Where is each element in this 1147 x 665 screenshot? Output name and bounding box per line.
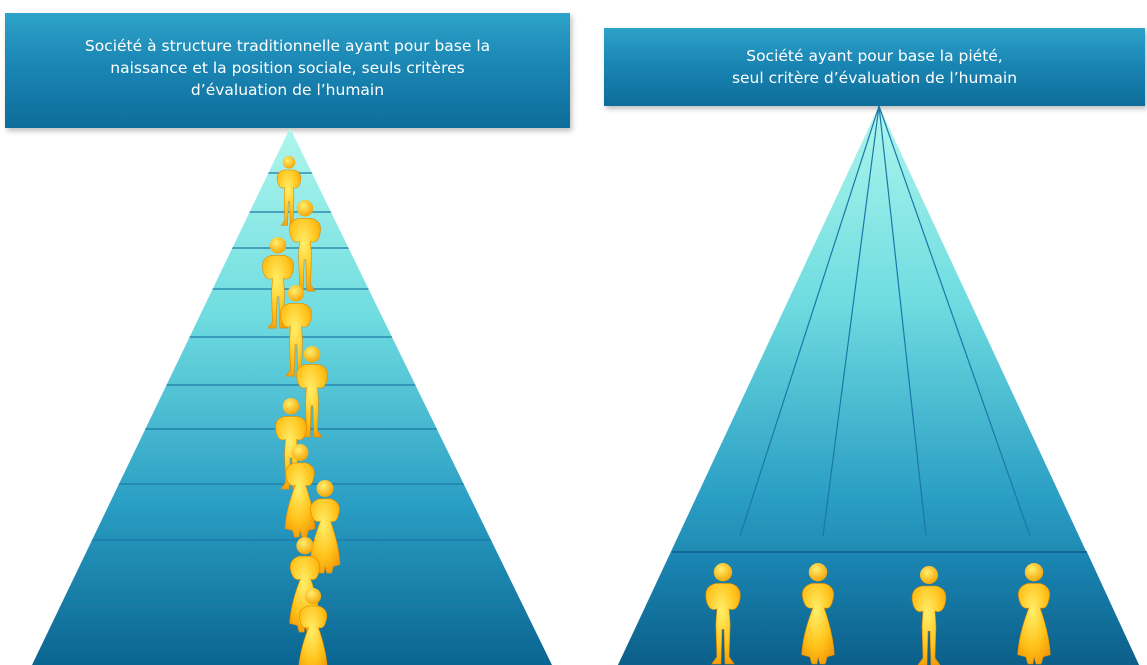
person-head: [287, 285, 305, 302]
person-head: [1024, 563, 1044, 582]
person-head: [713, 563, 733, 582]
person-figure: [309, 480, 341, 574]
person-body: [298, 605, 328, 665]
person-body: [309, 498, 341, 574]
person-figure: [262, 237, 294, 329]
person-figure: [289, 200, 321, 292]
right-pyramid-body: [618, 106, 1139, 665]
pyramid-ray: [822, 105, 880, 537]
person-body: [275, 416, 307, 490]
right-caption-line-2: seul critère d’évaluation de l’humain: [731, 69, 1018, 87]
pyramid-ray: [878, 105, 1031, 537]
right-pyramid-base: [618, 552, 1139, 665]
person-body: [911, 585, 947, 665]
pyramid-ray: [739, 105, 880, 537]
person-body: [262, 255, 294, 329]
person-figure: [296, 346, 328, 438]
person-figure: [298, 588, 328, 665]
person-figure: [284, 444, 316, 538]
person-body: [289, 218, 321, 292]
person-figure: [801, 563, 835, 665]
person-head: [304, 588, 322, 605]
right-pyramid: [618, 105, 1139, 665]
person-figure: [911, 566, 947, 665]
person-head: [282, 398, 300, 415]
person-head: [316, 480, 334, 497]
right-pyramid-rays: [739, 105, 1031, 537]
person-figure: [275, 398, 307, 490]
person-body: [280, 303, 312, 377]
left-pyramid-body: [32, 128, 552, 665]
person-figure: [280, 285, 312, 377]
person-figure: [276, 156, 302, 226]
person-head: [303, 346, 321, 363]
person-body: [276, 169, 302, 226]
right-caption-banner: Société ayant pour base la piété, seul c…: [604, 28, 1145, 106]
person-head: [296, 200, 314, 217]
person-head: [920, 566, 938, 584]
person-head: [269, 237, 287, 254]
person-head: [296, 537, 314, 555]
person-head: [282, 156, 296, 169]
human-figures: [262, 156, 1051, 665]
person-figure: [705, 563, 741, 665]
person-body: [296, 364, 328, 438]
person-head: [808, 563, 828, 582]
left-caption-banner: Société à structure traditionnelle ayant…: [5, 13, 570, 128]
person-body: [284, 462, 316, 538]
left-caption-line-3: d’évaluation de l’humain: [190, 80, 385, 99]
person-body: [801, 583, 835, 665]
pyramid-ray: [878, 105, 927, 537]
left-caption-line-1: Société à structure traditionnelle ayant…: [84, 36, 491, 55]
person-figure: [1017, 563, 1051, 665]
right-caption-line-1: Société ayant pour base la piété,: [746, 47, 1003, 65]
person-head: [291, 444, 309, 461]
person-body: [705, 583, 741, 665]
left-caption-line-2: naissance et la position sociale, seuls …: [110, 58, 465, 77]
person-body: [1017, 583, 1051, 665]
